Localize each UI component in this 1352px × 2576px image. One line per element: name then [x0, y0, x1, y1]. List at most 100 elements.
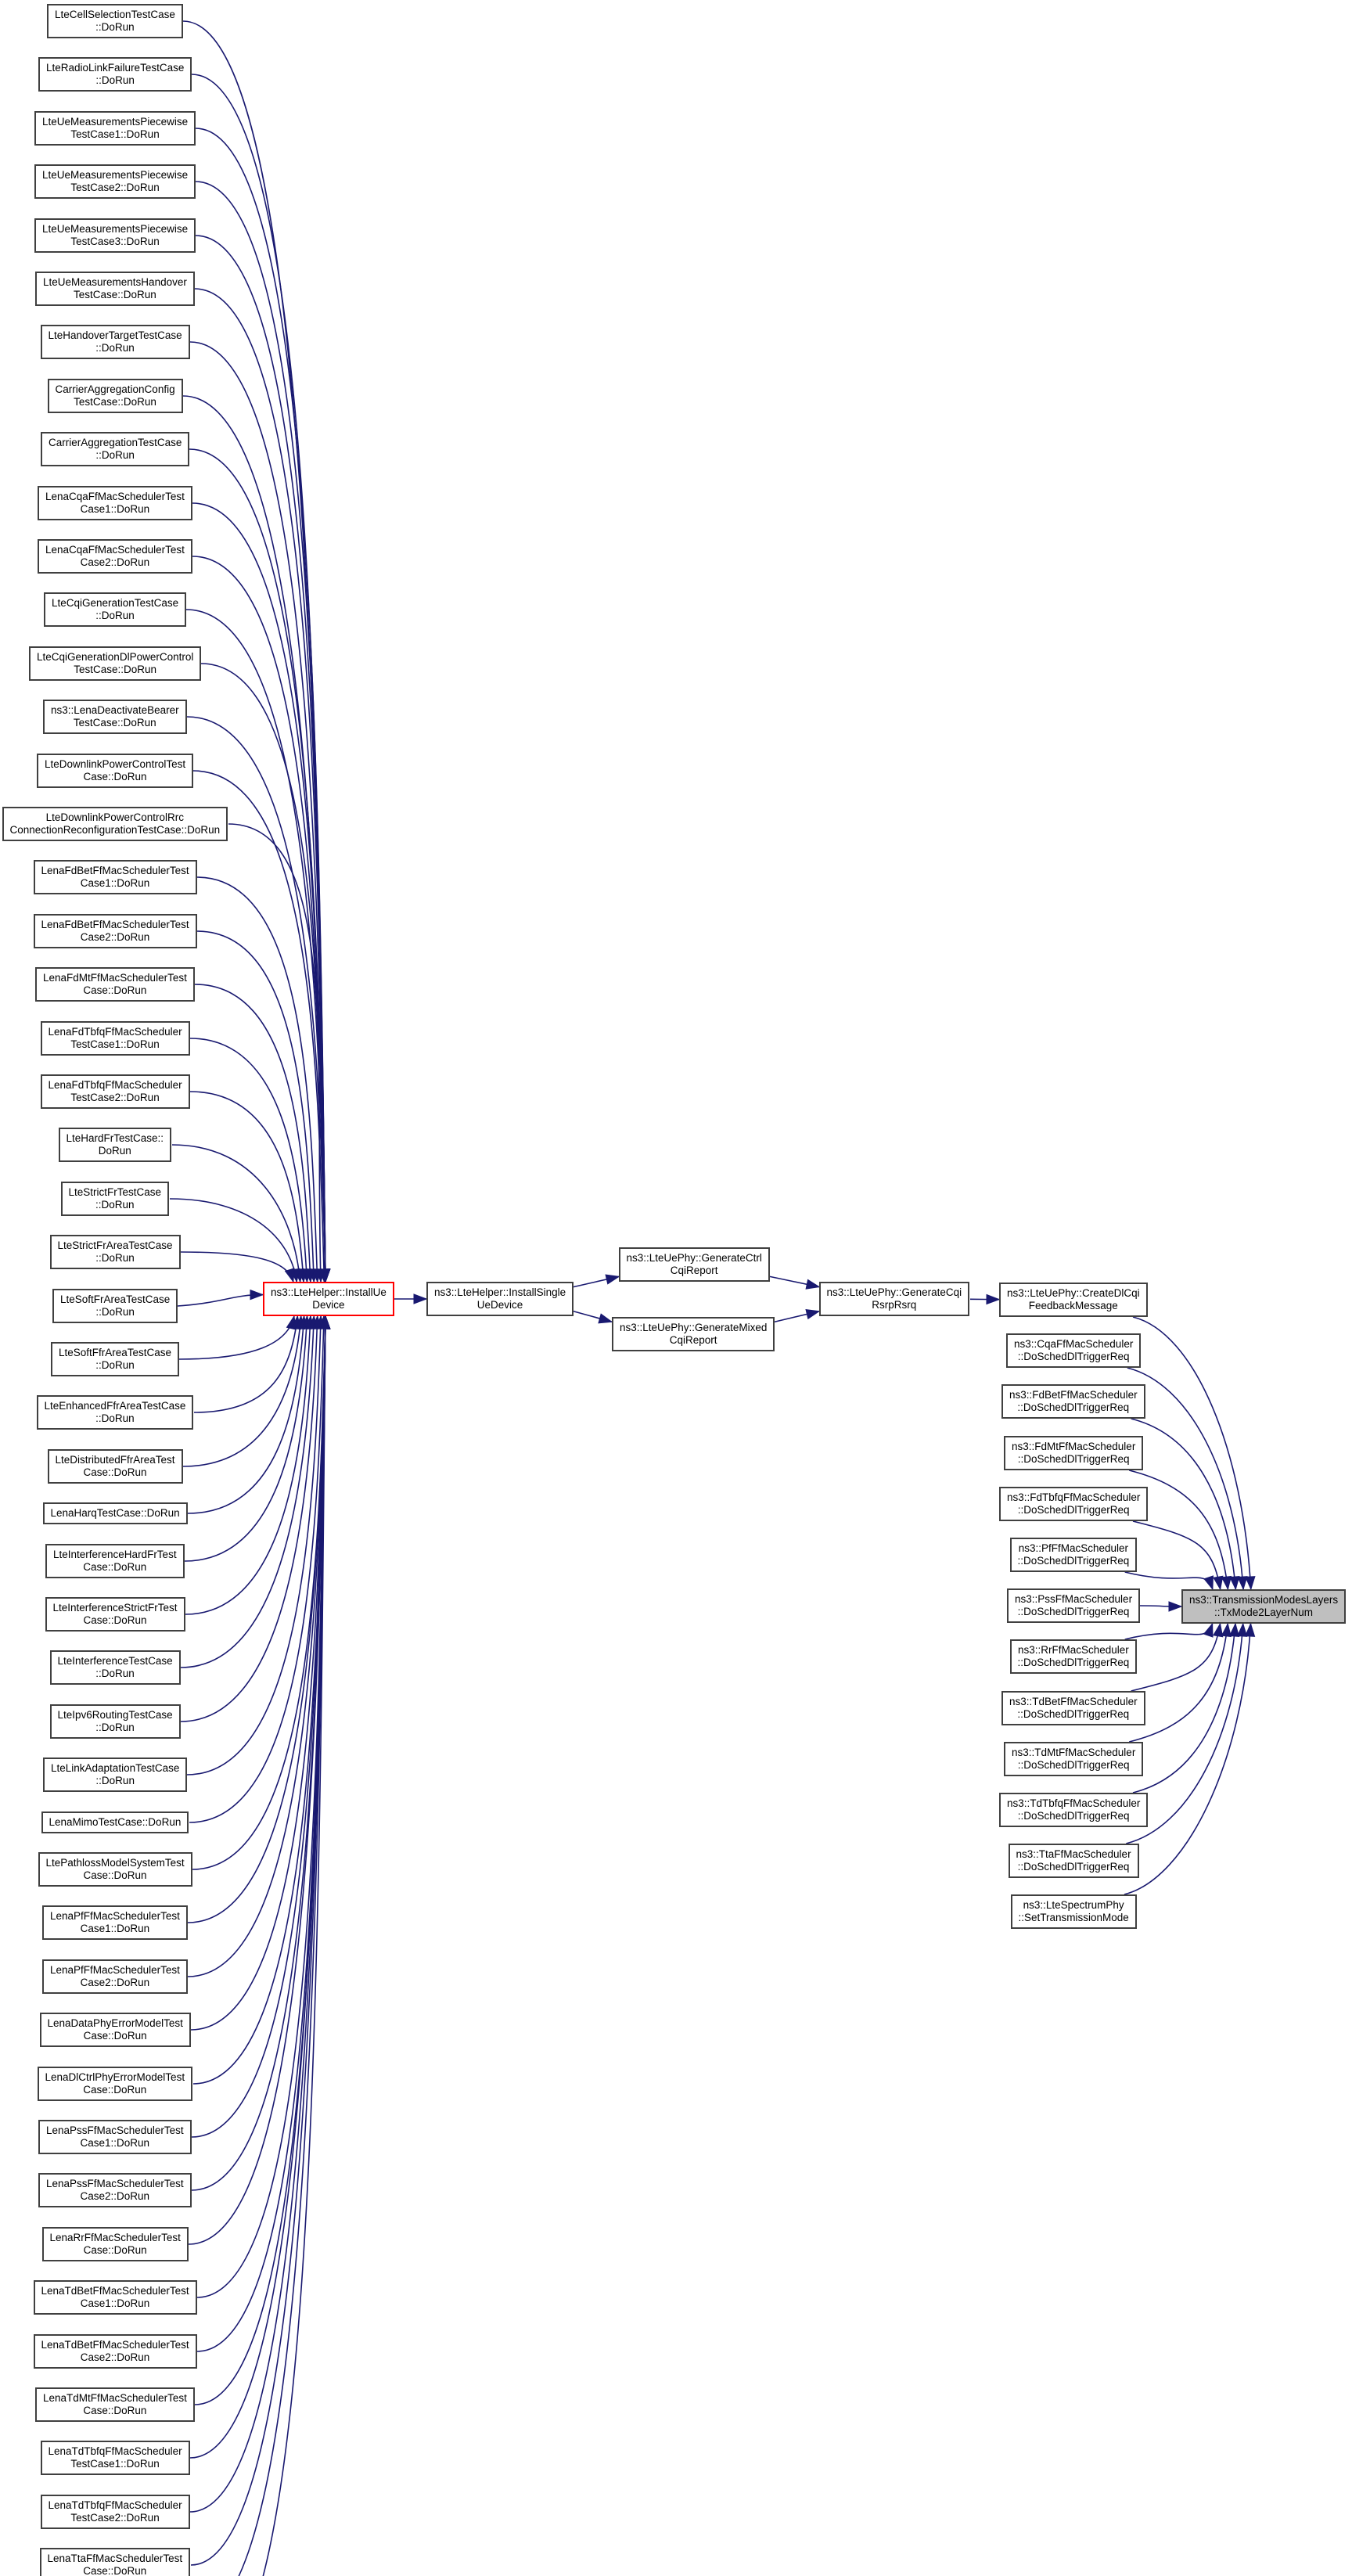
caller-node-3-label: TestCase1::DoRun [70, 128, 160, 140]
caller-node-7[interactable]: LteHandoverTargetTestCase::DoRun [40, 325, 190, 360]
caller-node-34[interactable]: LteLinkAdaptationTestCase::DoRun [43, 1758, 188, 1793]
caller-node-33[interactable]: LteIpv6RoutingTestCase::DoRun [49, 1704, 181, 1739]
edge-callee-6-arrowhead [1203, 1575, 1214, 1591]
caller-node-23-label: LteStrictFrTestCase [68, 1185, 162, 1198]
caller-node-37-label: LenaPfFfMacSchedulerTest [50, 1910, 180, 1923]
callee-caller-node-4[interactable]: ns3::FdMtFfMacScheduler::DoSchedDlTrigge… [1004, 1435, 1144, 1470]
callee-caller-node-6[interactable]: ns3::PfFfMacScheduler::DoSchedDlTriggerR… [1009, 1538, 1138, 1572]
caller-node-12[interactable]: LteCqiGenerationTestCase::DoRun [44, 592, 187, 628]
generate-cqi-rsrp-rsrq-node-label: ns3::LteUePhy::GenerateCqi [826, 1286, 962, 1298]
edge-caller-24 [180, 1251, 294, 1283]
caller-node-43-label: Case::DoRun [83, 2243, 147, 2256]
callee-caller-node-9[interactable]: ns3::TdBetFfMacScheduler::DoSchedDlTrigg… [1001, 1690, 1145, 1725]
caller-node-27-label: ::DoRun [95, 1412, 135, 1425]
caller-node-29[interactable]: LenaHarqTestCase::DoRun [42, 1502, 188, 1525]
callee-caller-node-12[interactable]: ns3::TtaFfMacScheduler::DoSchedDlTrigger… [1008, 1844, 1139, 1879]
caller-node-23[interactable]: LteStrictFrTestCase::DoRun [60, 1181, 170, 1216]
callee-caller-node-13[interactable]: ns3::LteSpectrumPhy::SetTransmissionMode [1010, 1894, 1137, 1930]
callee-caller-node-2[interactable]: ns3::CqaFfMacScheduler::DoSchedDlTrigger… [1006, 1333, 1142, 1369]
callee-caller-node-7[interactable]: ns3::PssFfMacScheduler::DoSchedDlTrigger… [1007, 1588, 1141, 1624]
callee-caller-node-3-label: ns3::FdBetFfMacScheduler [1009, 1389, 1138, 1401]
caller-node-38-label: LenaPfFfMacSchedulerTest [50, 1963, 180, 1976]
caller-node-5-label: LteUeMeasurementsPiecewise [42, 222, 189, 235]
callee-caller-node-3[interactable]: ns3::FdBetFfMacScheduler::DoSchedDlTrigg… [1001, 1384, 1145, 1419]
edge-caller-21 [189, 1091, 304, 1283]
generate-mixed-cqi-report-node-label: CqiReport [669, 1334, 717, 1346]
caller-node-22[interactable]: LteHardFrTestCase::DoRun [58, 1128, 172, 1163]
edge-callee-2 [1127, 1367, 1244, 1590]
caller-node-35[interactable]: LenaMimoTestCase::DoRun [41, 1811, 189, 1833]
edge-caller-24-arrowhead [284, 1268, 295, 1283]
edge-callee-13-arrowhead [1244, 1622, 1256, 1637]
caller-node-36-label: LtePathlossModelSystemTest [45, 1857, 185, 1869]
tx-mode-2-layer-num-node-label: ::TxMode2LayerNum [1214, 1606, 1314, 1618]
caller-node-44-label: Case1::DoRun [80, 2297, 150, 2310]
edge-caller-37 [187, 1315, 326, 1923]
edge-caller-25-arrowhead [250, 1289, 264, 1301]
caller-node-32-label: ::DoRun [95, 1668, 135, 1680]
callee-caller-node-13-label: ::SetTransmissionMode [1018, 1912, 1129, 1924]
caller-node-25[interactable]: LteSoftFrAreaTestCase::DoRun [52, 1288, 178, 1323]
caller-node-46-label: LenaTdMtFfMacSchedulerTest [43, 2392, 187, 2404]
caller-node-40-label: LenaDlCtrlPhyErrorModelTest [45, 2071, 185, 2083]
caller-node-2[interactable]: LteRadioLinkFailureTestCase::DoRun [38, 57, 192, 92]
callee-caller-node-5[interactable]: ns3::FdTbfqFfMacScheduler::DoSchedDlTrig… [999, 1486, 1149, 1521]
edge-caller-51-arrowhead [320, 1315, 331, 1329]
caller-node-24[interactable]: LteStrictFrAreaTestCase::DoRun [49, 1235, 181, 1270]
callee-caller-node-8[interactable]: ns3::RrFfMacScheduler::DoSchedDlTriggerR… [1009, 1639, 1138, 1675]
edge-caller-33 [180, 1315, 318, 1722]
caller-node-9[interactable]: CarrierAggregationTestCase::DoRun [41, 432, 190, 467]
caller-node-26[interactable]: LteSoftFfrAreaTestCase::DoRun [51, 1342, 180, 1376]
edge-caller-3 [195, 128, 326, 1283]
caller-node-32[interactable]: LteInterferenceTestCase::DoRun [49, 1650, 181, 1686]
callee-caller-node-11[interactable]: ns3::TdTbfqFfMacScheduler::DoSchedDlTrig… [999, 1793, 1149, 1827]
caller-node-27[interactable]: LteEnhancedFfrAreaTestCase::DoRun [36, 1395, 194, 1430]
caller-node-1[interactable]: LteCellSelectionTestCase::DoRun [47, 4, 183, 38]
edge-caller-29 [187, 1315, 305, 1514]
caller-node-34-label: LteLinkAdaptationTestCase [51, 1762, 180, 1775]
caller-node-37-label: Case1::DoRun [80, 1923, 150, 1935]
generate-mixed-cqi-report-node-label: ns3::LteUePhy::GenerateMixed [620, 1322, 768, 1333]
callee-caller-node-10[interactable]: ns3::TdMtFfMacScheduler::DoSchedDlTrigge… [1004, 1741, 1144, 1776]
caller-node-34-label: ::DoRun [95, 1775, 135, 1787]
